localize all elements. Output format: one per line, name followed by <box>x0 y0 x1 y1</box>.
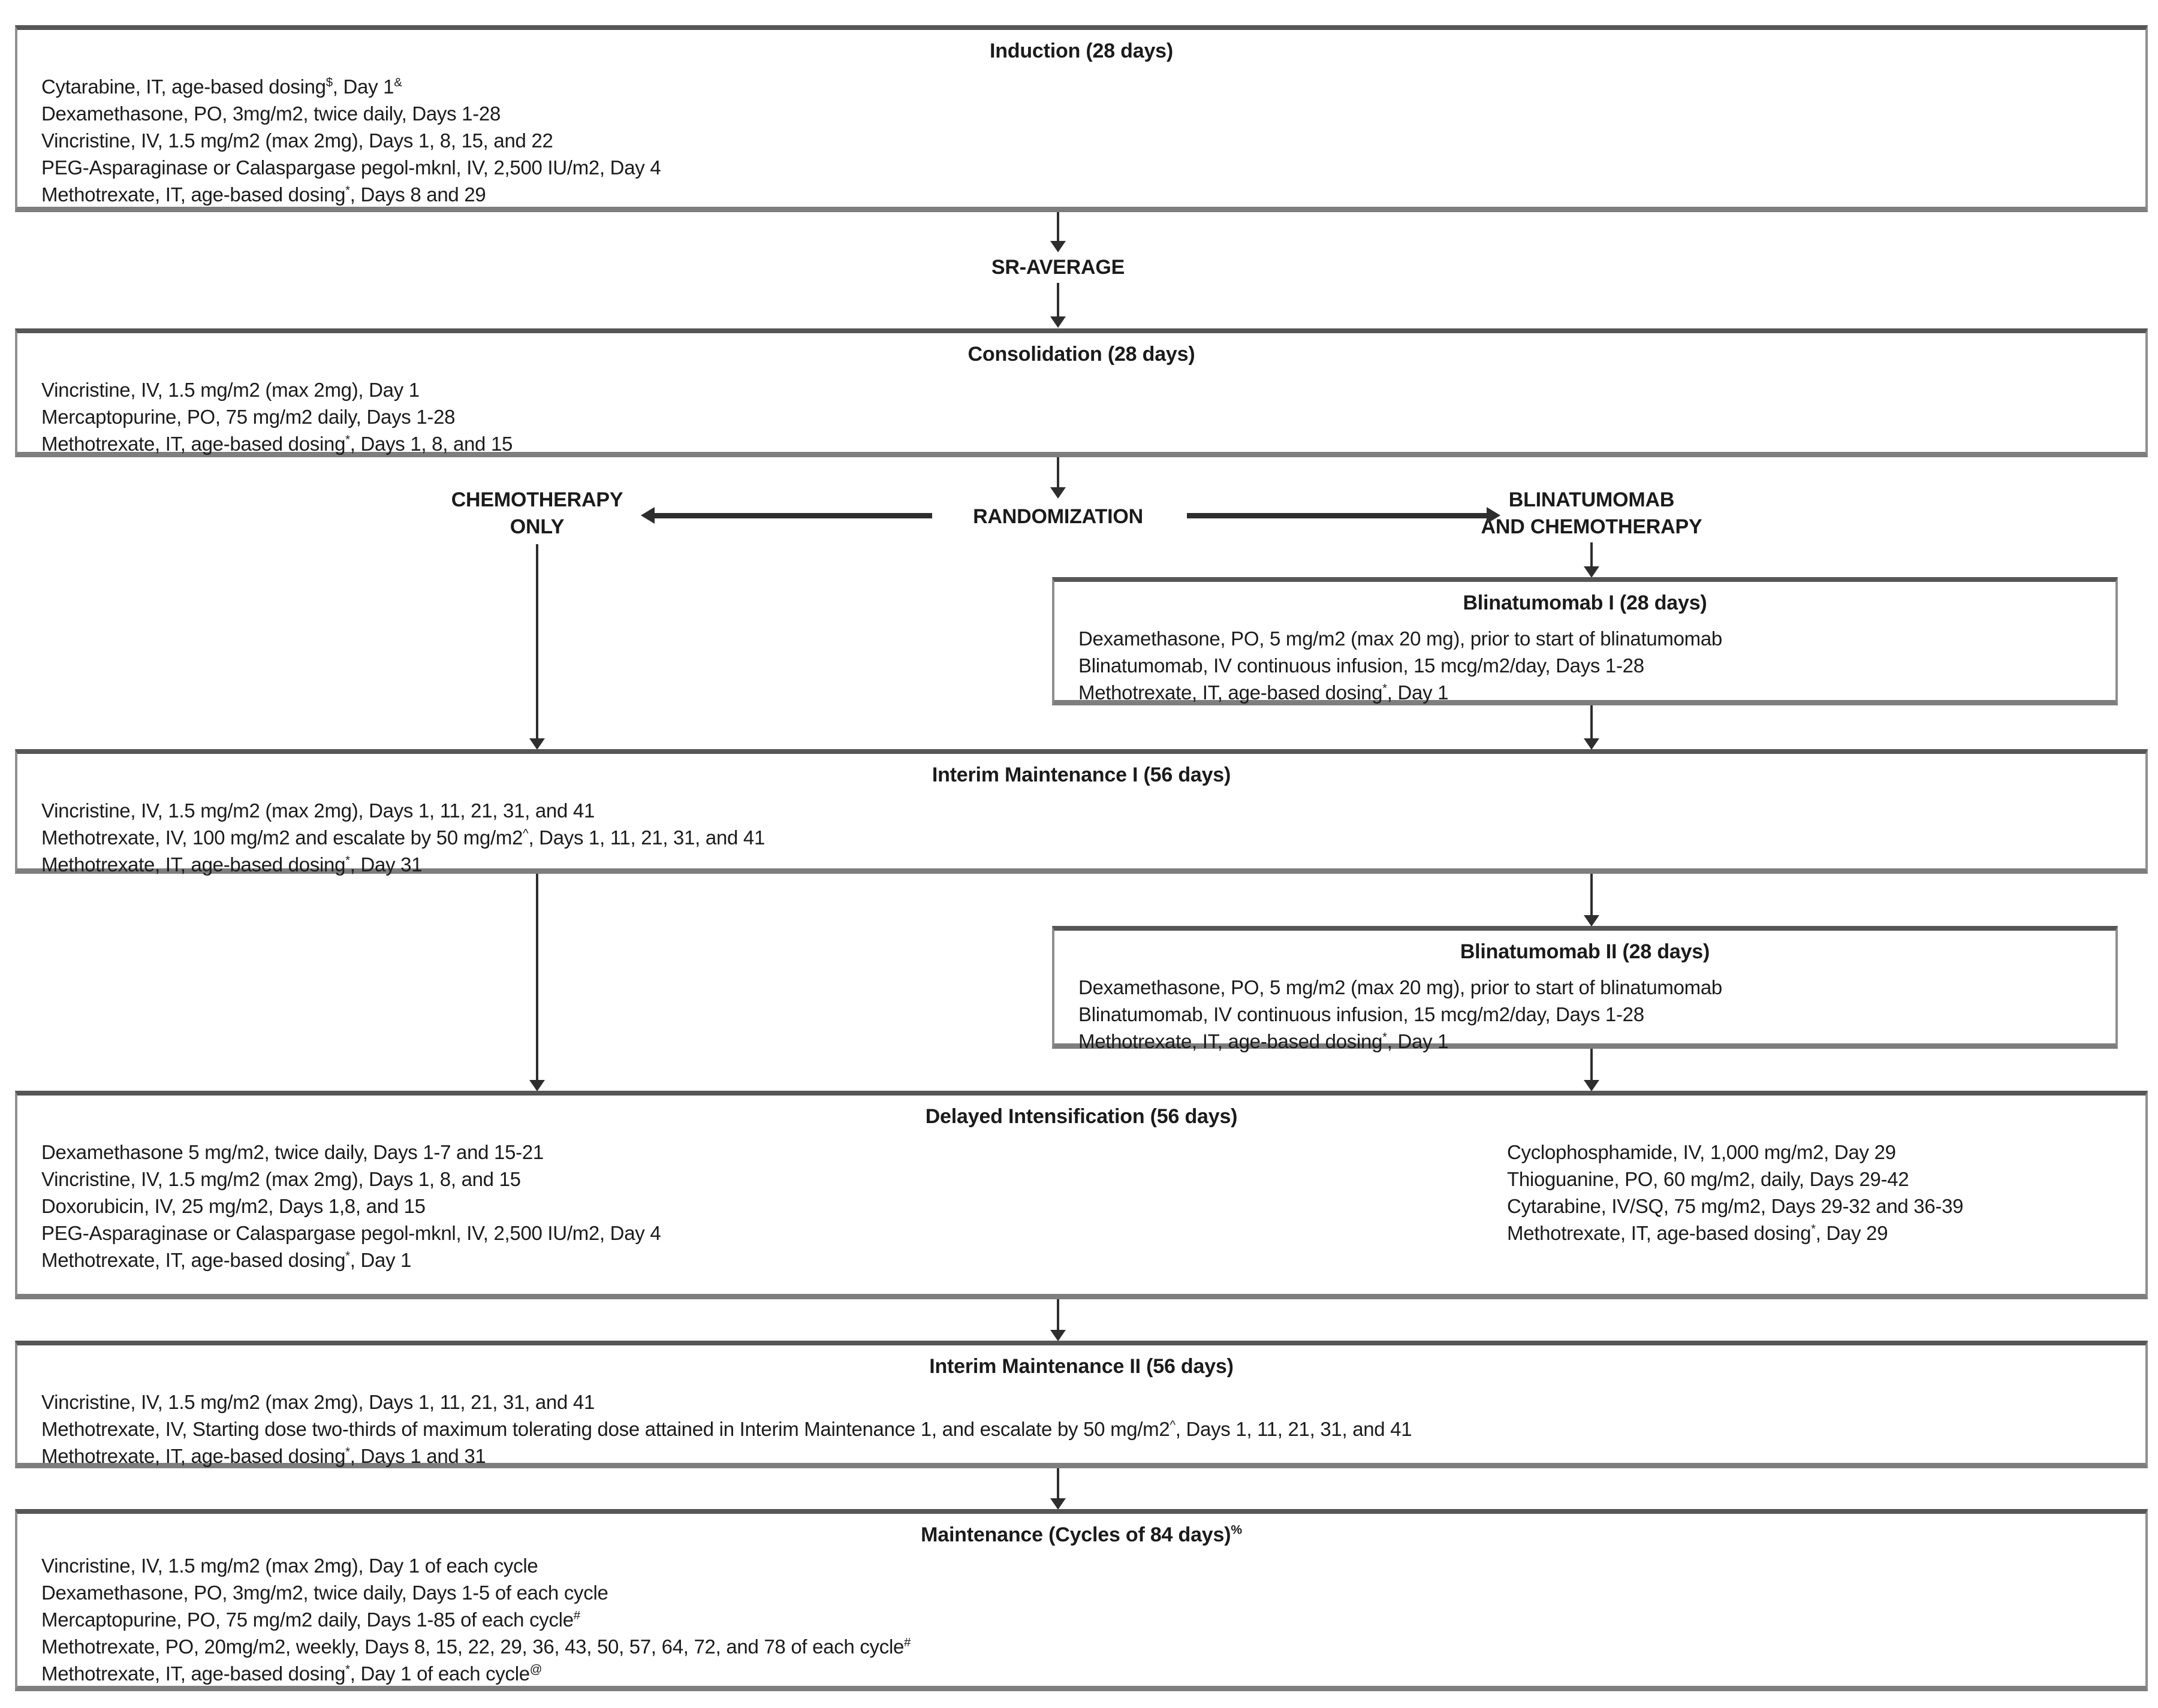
box-lines-consolidation: Vincristine, IV, 1.5 mg/m2 (max 2mg), Da… <box>17 376 2145 457</box>
box-title-induction: Induction (28 days) <box>989 40 1174 62</box>
box-lines-induction: Cytarabine, IT, age-based dosing$, Day 1… <box>17 73 2145 208</box>
box-interim-maintenance-1: Interim Maintenance I (56 days) Vincrist… <box>15 749 2148 876</box>
box-lines-delayed-left: Dexamethasone 5 mg/m2, twice daily, Days… <box>17 1139 2145 1274</box>
drug-line: Methotrexate, IT, age-based dosing*, Day… <box>1507 1222 1888 1244</box>
arrow-blinatumomab2-to-delayed <box>1590 1049 1593 1081</box>
drug-line: Methotrexate, IT, age-based dosing*, Day… <box>41 183 486 206</box>
box-title-interim-maintenance-2: Interim Maintenance II (56 days) <box>929 1355 1234 1378</box>
arrow-interim1-to-blinatumomab2 <box>1590 874 1593 916</box>
drug-line: Thioguanine, PO, 60 mg/m2, daily, Days 2… <box>1507 1168 1909 1190</box>
drug-line: Methotrexate, IV, 100 mg/m2 and escalate… <box>41 826 765 849</box>
arrow-induction-to-sr-average <box>1057 212 1059 242</box>
label-blinatumomab-line2: AND CHEMOTHERAPY <box>1481 515 1702 538</box>
drug-line: Methotrexate, IT, age-based dosing*, Day… <box>41 1445 486 1467</box>
box-delayed-intensification: Delayed Intensification (56 days) Dexame… <box>15 1091 2148 1299</box>
drug-line: Blinatumomab, IV continuous infusion, 15… <box>1078 654 1644 677</box>
arrowhead-down-icon <box>529 738 545 750</box>
drug-line: Mercaptopurine, PO, 75 mg/m2 daily, Days… <box>41 1609 580 1631</box>
drug-line: Mercaptopurine, PO, 75 mg/m2 daily, Days… <box>41 406 456 428</box>
drug-line: Dexamethasone, PO, 3mg/m2, twice daily, … <box>41 1582 608 1604</box>
arrow-blinatumomab-branch-to-blinatumomab1 <box>1590 542 1593 568</box>
box-lines-maintenance: Vincristine, IV, 1.5 mg/m2 (max 2mg), Da… <box>17 1552 2145 1687</box>
drug-line: Blinatumomab, IV continuous infusion, 15… <box>1078 1003 1644 1025</box>
box-interim-maintenance-2: Interim Maintenance II (56 days) Vincris… <box>15 1341 2148 1468</box>
arrowhead-down-icon <box>1584 915 1599 927</box>
drug-line: Dexamethasone, PO, 5 mg/m2 (max 20 mg), … <box>1078 976 1722 998</box>
arrowhead-left-icon <box>641 507 655 524</box>
box-blinatumomab-1: Blinatumomab I (28 days) Dexamethasone, … <box>1052 577 2118 705</box>
drug-line: Dexamethasone, PO, 5 mg/m2 (max 20 mg), … <box>1078 627 1722 650</box>
label-blinatumomab-and-chemotherapy: BLINATUMOMAB AND CHEMOTHERAPY <box>1481 487 1702 541</box>
arrowhead-down-icon <box>529 1080 545 1091</box>
box-lines-blinatumomab-1: Dexamethasone, PO, 5 mg/m2 (max 20 mg), … <box>1054 625 2115 706</box>
box-title-maintenance: Maintenance (Cycles of 84 days)% <box>921 1523 1242 1546</box>
label-chemotherapy-only-line1: CHEMOTHERAPY <box>451 488 623 511</box>
drug-line: Methotrexate, PO, 20mg/m2, weekly, Days … <box>41 1635 911 1658</box>
drug-line: Vincristine, IV, 1.5 mg/m2 (max 2mg), Da… <box>41 1555 538 1577</box>
arrowhead-down-icon <box>1584 1080 1599 1091</box>
arrowhead-down-icon <box>1050 1330 1066 1341</box>
label-sr-average: SR-AVERAGE <box>991 256 1125 279</box>
box-lines-interim-maintenance-1: Vincristine, IV, 1.5 mg/m2 (max 2mg), Da… <box>17 797 2145 878</box>
drug-line: Methotrexate, IT, age-based dosing*, Day… <box>41 1249 412 1271</box>
box-title-blinatumomab-2: Blinatumomab II (28 days) <box>1460 940 1710 963</box>
drug-line: Methotrexate, IT, age-based dosing*, Day… <box>41 433 513 455</box>
drug-line: Methotrexate, IT, age-based dosing*, Day… <box>41 853 423 876</box>
arrow-chemotherapy-only-to-interim1 <box>536 544 538 740</box>
arrow-blinatumomab1-to-interim1 <box>1590 705 1593 740</box>
box-induction: Induction (28 days) Cytarabine, IT, age-… <box>15 25 2148 212</box>
arrowhead-down-icon <box>1050 487 1066 499</box>
label-blinatumomab-line1: BLINATUMOMAB <box>1508 488 1675 511</box>
drug-line: Cyclophosphamide, IV, 1,000 mg/m2, Day 2… <box>1507 1141 1896 1163</box>
label-randomization: RANDOMIZATION <box>973 505 1143 528</box>
arrow-randomization-to-blinatumomab <box>1187 513 1487 518</box>
arrow-sr-average-to-consolidation <box>1057 283 1059 317</box>
drug-line: Methotrexate, IT, age-based dosing*, Day… <box>1078 1030 1449 1052</box>
drug-line: Methotrexate, IT, age-based dosing*, Day… <box>41 1662 542 1685</box>
box-lines-interim-maintenance-2: Vincristine, IV, 1.5 mg/m2 (max 2mg), Da… <box>17 1389 2145 1469</box>
drug-line: Dexamethasone 5 mg/m2, twice daily, Days… <box>41 1141 544 1163</box>
arrowhead-down-icon <box>1050 316 1066 328</box>
drug-line: Vincristine, IV, 1.5 mg/m2 (max 2mg), Da… <box>41 129 553 152</box>
box-title-blinatumomab-1: Blinatumomab I (28 days) <box>1463 592 1707 614</box>
arrow-consolidation-to-randomization <box>1057 457 1059 488</box>
drug-line: Doxorubicin, IV, 25 mg/m2, Days 1,8, and… <box>41 1195 426 1217</box>
arrowhead-down-icon <box>1584 738 1599 750</box>
arrowhead-down-icon <box>1584 566 1599 578</box>
drug-line: Methotrexate, IT, age-based dosing*, Day… <box>1078 681 1449 704</box>
box-title-consolidation: Consolidation (28 days) <box>968 343 1195 366</box>
arrowhead-right-icon <box>1487 507 1500 524</box>
drug-line: Vincristine, IV, 1.5 mg/m2 (max 2mg), Da… <box>41 379 420 401</box>
drug-line: PEG-Asparaginase or Calaspargase pegol-m… <box>41 156 661 179</box>
drug-line: PEG-Asparaginase or Calaspargase pegol-m… <box>41 1222 661 1244</box>
label-chemotherapy-only: CHEMOTHERAPY ONLY <box>451 487 623 541</box>
box-lines-delayed-right: Cyclophosphamide, IV, 1,000 mg/m2, Day 2… <box>1507 1139 1964 1247</box>
drug-line: Vincristine, IV, 1.5 mg/m2 (max 2mg), Da… <box>41 1391 595 1413</box>
box-blinatumomab-2: Blinatumomab II (28 days) Dexamethasone,… <box>1052 926 2118 1052</box>
arrowhead-down-icon <box>1050 1498 1066 1510</box>
box-title-interim-maintenance-1: Interim Maintenance I (56 days) <box>932 764 1231 786</box>
box-maintenance: Maintenance (Cycles of 84 days)% Vincris… <box>15 1509 2148 1691</box>
label-chemotherapy-only-line2: ONLY <box>510 515 565 538</box>
box-lines-blinatumomab-2: Dexamethasone, PO, 5 mg/m2 (max 20 mg), … <box>1054 974 2115 1055</box>
drug-line: Vincristine, IV, 1.5 mg/m2 (max 2mg), Da… <box>41 799 595 822</box>
drug-line: Cytarabine, IT, age-based dosing$, Day 1… <box>41 76 402 98</box>
drug-line: Methotrexate, IV, Starting dose two-thir… <box>41 1418 1412 1440</box>
arrow-interim1-to-delayed <box>536 874 538 1081</box>
arrow-interim2-to-maintenance <box>1057 1468 1059 1499</box>
drug-line: Vincristine, IV, 1.5 mg/m2 (max 2mg), Da… <box>41 1168 521 1190</box>
arrow-randomization-to-chemotherapy-only <box>655 513 932 518</box>
box-title-delayed-intensification: Delayed Intensification (56 days) <box>925 1105 1238 1128</box>
arrow-delayed-to-interim2 <box>1057 1299 1059 1331</box>
drug-line: Dexamethasone, PO, 3mg/m2, twice daily, … <box>41 102 501 125</box>
arrowhead-down-icon <box>1050 241 1066 252</box>
drug-line: Cytarabine, IV/SQ, 75 mg/m2, Days 29-32 … <box>1507 1195 1964 1217</box>
box-consolidation: Consolidation (28 days) Vincristine, IV,… <box>15 328 2148 457</box>
